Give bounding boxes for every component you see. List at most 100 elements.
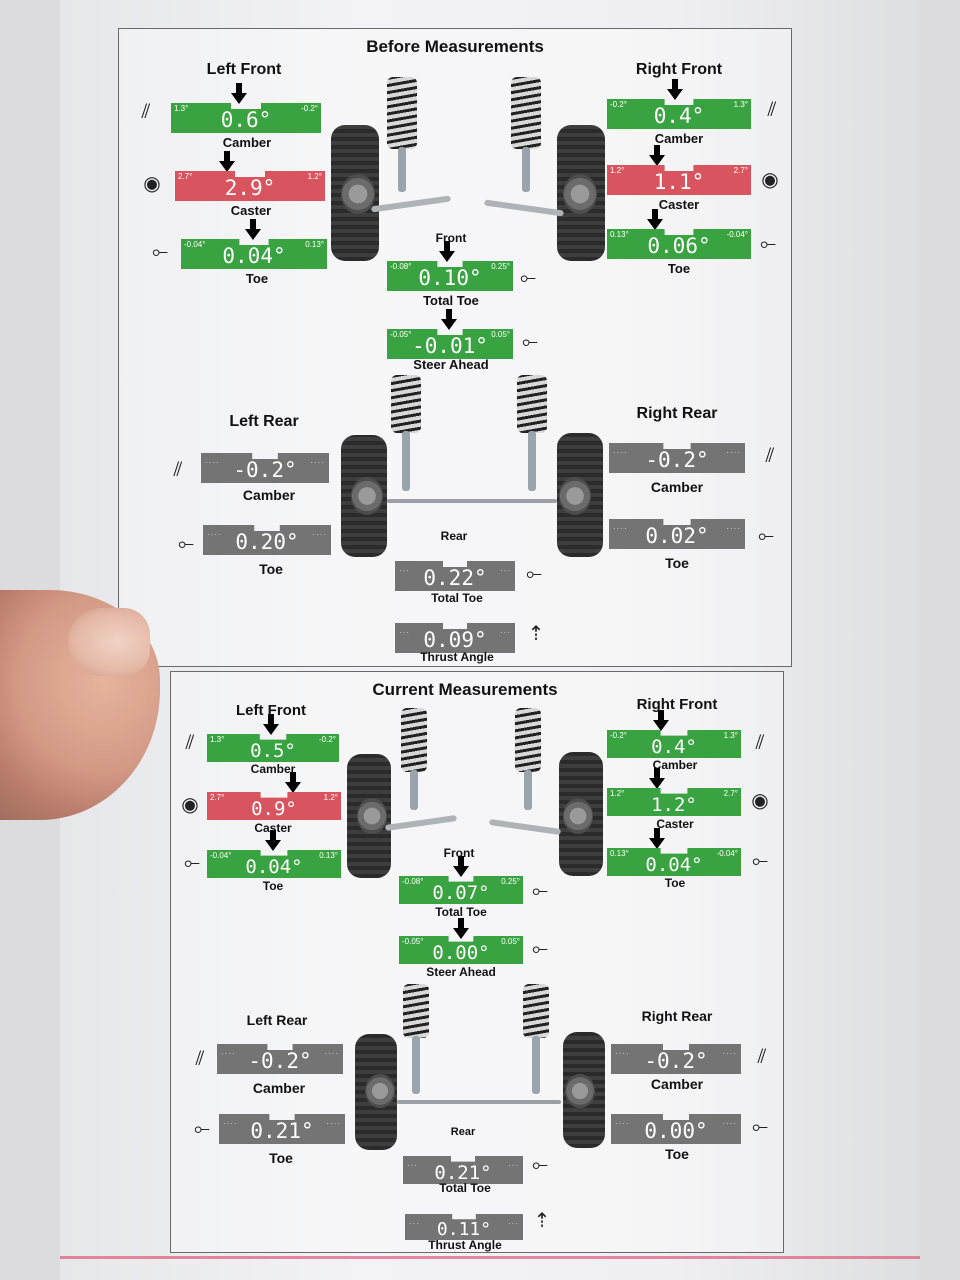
gauge-caption: Toe	[667, 261, 691, 276]
thrust-icon: ⇡	[533, 1210, 551, 1232]
gauge-max: -0.2°	[319, 735, 336, 744]
gauge-value: 0.04°	[245, 856, 303, 878]
steer-ahead-gauge: -0.05° 0.05° -0.01°	[387, 329, 513, 359]
gauge-value: 0.4°	[653, 104, 705, 128]
gauge-caption: Steer Ahead	[413, 357, 489, 372]
gauge-value: 0.02°	[645, 524, 709, 548]
left-front-label: Left Front	[236, 702, 306, 719]
right-rear-label: Right Rear	[641, 1008, 713, 1024]
left-rear-label: Left Rear	[246, 1012, 308, 1028]
gauge-value: 0.9°	[251, 798, 297, 820]
pointer-arrow	[649, 768, 665, 789]
gauge-value: 0.09°	[423, 628, 487, 652]
gauge-min: 0.13°	[610, 849, 629, 858]
camber-icon: ⫽	[765, 445, 775, 467]
gauge-caption: Caster	[658, 197, 700, 212]
front-right-strut	[522, 147, 530, 192]
gauge-min: 2.7°	[210, 793, 225, 802]
gauge-value: 0.21°	[250, 1119, 314, 1143]
gauge-value: -0.2°	[645, 448, 709, 472]
gauge-min: -0.04°	[184, 240, 206, 249]
pointer-arrow	[231, 83, 247, 104]
rear-right-strut	[532, 1036, 540, 1094]
toe-icon: ⟜	[520, 267, 536, 289]
before-measurements-panel: Before Measurements Left Front Right Fro…	[118, 28, 792, 667]
front-right-spring	[515, 708, 541, 772]
gauge-caption: Camber	[222, 135, 272, 150]
caster-icon: ◉	[751, 790, 769, 812]
toe-icon: ⟜	[760, 233, 776, 255]
toe-icon: ⟜	[752, 850, 768, 872]
right-front-label: Right Front	[636, 696, 718, 713]
front-left-strut	[410, 770, 418, 810]
rf-toe-gauge: 0.13° -0.04° 0.04°	[607, 848, 741, 876]
front-right-hub	[563, 174, 597, 214]
pointer-arrow	[245, 219, 261, 240]
rear-left-spring	[391, 375, 421, 433]
gauge-min: 1.2°	[610, 789, 625, 798]
gauge-caption: Thrust Angle	[428, 1238, 502, 1252]
lr-toe-gauge: ········ 0.21°	[219, 1114, 345, 1144]
gauge-caption: Toe	[664, 876, 686, 890]
rf-caster-gauge: 1.2° 2.7° 1.1°	[607, 165, 751, 195]
total-toe-rear-gauge: ······ 0.22°	[395, 561, 515, 591]
gauge-max: 2.7°	[733, 166, 748, 175]
gauge-value: 0.21°	[434, 1162, 492, 1184]
gauge-value: 0.22°	[423, 566, 487, 590]
lr-toe-gauge: ········ 0.20°	[203, 525, 331, 555]
thrust-angle-gauge: ······ 0.11°	[405, 1214, 523, 1240]
rr-camber-gauge: ········ -0.2°	[611, 1044, 741, 1074]
gauge-caption: Caster	[656, 817, 694, 831]
gauge-value: 0.10°	[418, 266, 482, 290]
lf-camber-gauge: 1.3° -0.2° 0.6°	[171, 103, 321, 133]
toe-icon: ⟜	[152, 241, 168, 263]
gauge-value: 0.5°	[250, 740, 296, 762]
lf-toe-gauge: -0.04° 0.13° 0.04°	[181, 239, 327, 269]
camber-icon: ⫽	[755, 732, 765, 754]
gauge-min: 1.3°	[174, 104, 189, 113]
pointer-arrow	[441, 309, 457, 330]
front-left-spring	[401, 708, 427, 772]
gauge-max: -0.04°	[726, 230, 748, 239]
toe-icon: ⟜	[178, 533, 194, 555]
pointer-arrow	[265, 830, 281, 851]
caster-icon: ◉	[181, 794, 199, 816]
thrust-angle-gauge: ······ 0.09°	[395, 623, 515, 653]
caster-icon: ◉	[143, 173, 161, 195]
toe-icon: ⟜	[194, 1118, 210, 1140]
rr-toe-gauge: ········ 0.00°	[611, 1114, 741, 1144]
gauge-value: 0.00°	[432, 942, 490, 964]
front-axle-label: Front	[443, 846, 475, 860]
gauge-max: 2.7°	[723, 789, 738, 798]
gauge-value: 0.11°	[436, 1219, 492, 1240]
gauge-value: 0.6°	[220, 108, 272, 132]
lf-toe-gauge: -0.04° 0.13° 0.04°	[207, 850, 341, 878]
front-right-strut	[524, 770, 532, 810]
front-left-spring	[387, 77, 417, 149]
gauge-max: 1.3°	[733, 100, 748, 109]
lr-camber-gauge: ········ -0.2°	[217, 1044, 343, 1074]
rear-right-strut	[528, 431, 536, 491]
total-toe-front-gauge: -0.08° 0.25° 0.10°	[387, 261, 513, 291]
gauge-max: -0.04°	[716, 849, 738, 858]
gauge-min: -0.08°	[402, 877, 424, 886]
pointer-arrow	[219, 151, 235, 172]
gauge-value: -0.2°	[644, 1049, 708, 1073]
gauge-caption: Toe	[245, 271, 269, 286]
gauge-caption: Total Toe	[423, 293, 479, 308]
toe-icon: ⟜	[532, 1154, 548, 1176]
toe-icon: ⟜	[532, 880, 548, 902]
gauge-caption: Camber	[650, 1076, 704, 1092]
gauge-value: -0.2°	[233, 458, 297, 482]
pointer-arrow	[439, 241, 455, 262]
caster-icon: ◉	[761, 169, 779, 191]
gauge-caption: Camber	[652, 758, 698, 772]
total-toe-rear-gauge: ······ 0.21°	[403, 1156, 523, 1184]
pointer-arrow	[649, 145, 665, 166]
rr-toe-gauge: ········ 0.02°	[609, 519, 745, 549]
rear-left-spring	[403, 984, 429, 1038]
camber-icon: ⫽	[185, 732, 195, 754]
gauge-min: 2.7°	[178, 172, 193, 181]
gauge-value: 0.4°	[651, 736, 697, 758]
gauge-caption: Caster	[254, 821, 292, 835]
